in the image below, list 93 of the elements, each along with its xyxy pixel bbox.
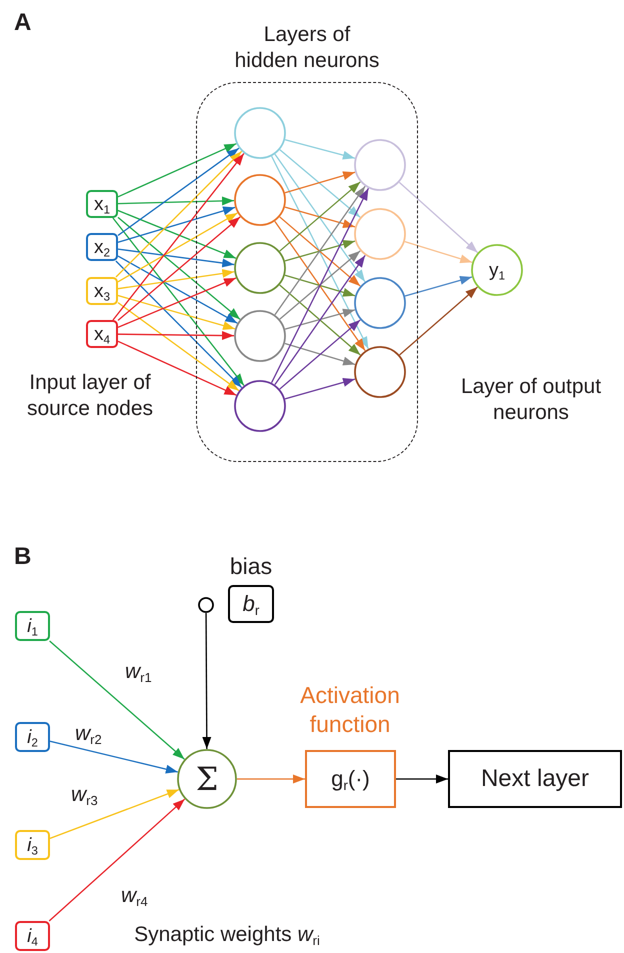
arrow: [118, 331, 234, 340]
arrow: [116, 150, 242, 278]
arrow: [271, 156, 369, 350]
arrow: [396, 774, 448, 784]
arrow: [50, 789, 180, 839]
arrow: [112, 218, 244, 386]
arrow: [404, 241, 472, 264]
arrow: [279, 250, 361, 320]
arrow: [274, 154, 366, 282]
arrow: [115, 260, 242, 388]
node-label: g$_{r}$(·): [331, 768, 370, 790]
node-label: x$_{1}$: [94, 194, 110, 214]
input-node: [86, 233, 118, 261]
arrow: [279, 284, 361, 356]
node-label: b$_{r}$: [242, 593, 260, 615]
arrow: [284, 171, 356, 194]
neuron-circle: [234, 107, 286, 159]
arrow: [118, 148, 240, 236]
arrow: [274, 254, 366, 386]
bias-input-circle: [198, 597, 214, 613]
arrow: [274, 220, 366, 352]
bias-caption: bias: [228, 552, 274, 581]
neuron-circle: [234, 242, 286, 294]
arrow: [279, 319, 361, 390]
arrow: [118, 294, 236, 330]
neuron-circle: [354, 139, 406, 191]
neuron-circle: [354, 277, 406, 329]
arrow: [118, 143, 237, 198]
summation-node: [177, 749, 237, 809]
input-node: [86, 320, 118, 348]
arrow: [48, 798, 186, 922]
arrow: [284, 342, 356, 366]
activation-caption: Activation function: [299, 681, 401, 738]
arrow: [279, 181, 361, 252]
arrow: [118, 302, 240, 392]
arrow: [118, 210, 236, 259]
arrow: [50, 740, 178, 774]
next-layer-box: [448, 750, 622, 808]
input-node: [86, 190, 118, 218]
input-node: [15, 611, 50, 641]
node-label: x$_{2}$: [94, 238, 110, 256]
node-label: i$_{3}$: [27, 836, 38, 854]
node-label: x$_{4}$: [94, 324, 110, 344]
arrow: [118, 277, 236, 328]
panel-letter: B: [14, 542, 32, 572]
arrow: [112, 153, 244, 320]
node-label: Σ: [196, 763, 218, 795]
arrow: [118, 212, 238, 282]
node-label: i$_{4}$: [27, 926, 38, 946]
arrow: [118, 206, 236, 243]
arrow: [284, 378, 356, 400]
node-label: y$_{1}$: [488, 260, 506, 280]
group-heading: Layers of hidden neurons: [234, 22, 380, 74]
arrow: [271, 188, 369, 384]
arrow: [284, 240, 356, 262]
arrow: [284, 274, 356, 297]
arrow: [274, 186, 366, 316]
node-label: Next layer: [480, 767, 590, 791]
panel-letter: A: [14, 8, 32, 38]
arrow: [118, 248, 234, 268]
arrow: [202, 613, 212, 749]
node-label: i$_{2}$: [27, 728, 38, 746]
arrow: [118, 196, 234, 206]
layer-caption: Input layer of source nodes: [26, 370, 154, 422]
activation-function-box: [305, 750, 396, 808]
weights-caption: Synaptic weights w$_{ri}$: [133, 922, 321, 948]
neuron-circle: [234, 380, 286, 432]
arrow: [118, 255, 238, 324]
arrow: [284, 206, 356, 228]
arrow: [398, 182, 478, 254]
input-node: [15, 921, 50, 951]
arrow: [279, 149, 361, 218]
input-node: [15, 830, 50, 860]
neuron-circle: [354, 208, 406, 260]
neuron-circle: [234, 174, 286, 226]
arrow: [284, 139, 356, 160]
layer-caption: Layer of output neurons: [460, 374, 602, 426]
arrow: [118, 340, 237, 396]
arrow: [49, 640, 185, 760]
input-node: [86, 277, 118, 305]
output-neuron: [471, 244, 523, 296]
bias-box: [228, 585, 274, 623]
input-node: [15, 722, 50, 752]
node-label: x$_{3}$: [94, 282, 110, 300]
arrow: [237, 774, 305, 784]
arrow: [404, 276, 472, 297]
neuron-circle: [354, 346, 406, 398]
arrow: [399, 286, 478, 356]
arrow: [118, 269, 234, 290]
arrow: [284, 308, 356, 330]
arrow: [279, 216, 361, 287]
node-label: i$_{1}$: [27, 616, 38, 636]
neuron-circle: [234, 310, 286, 362]
